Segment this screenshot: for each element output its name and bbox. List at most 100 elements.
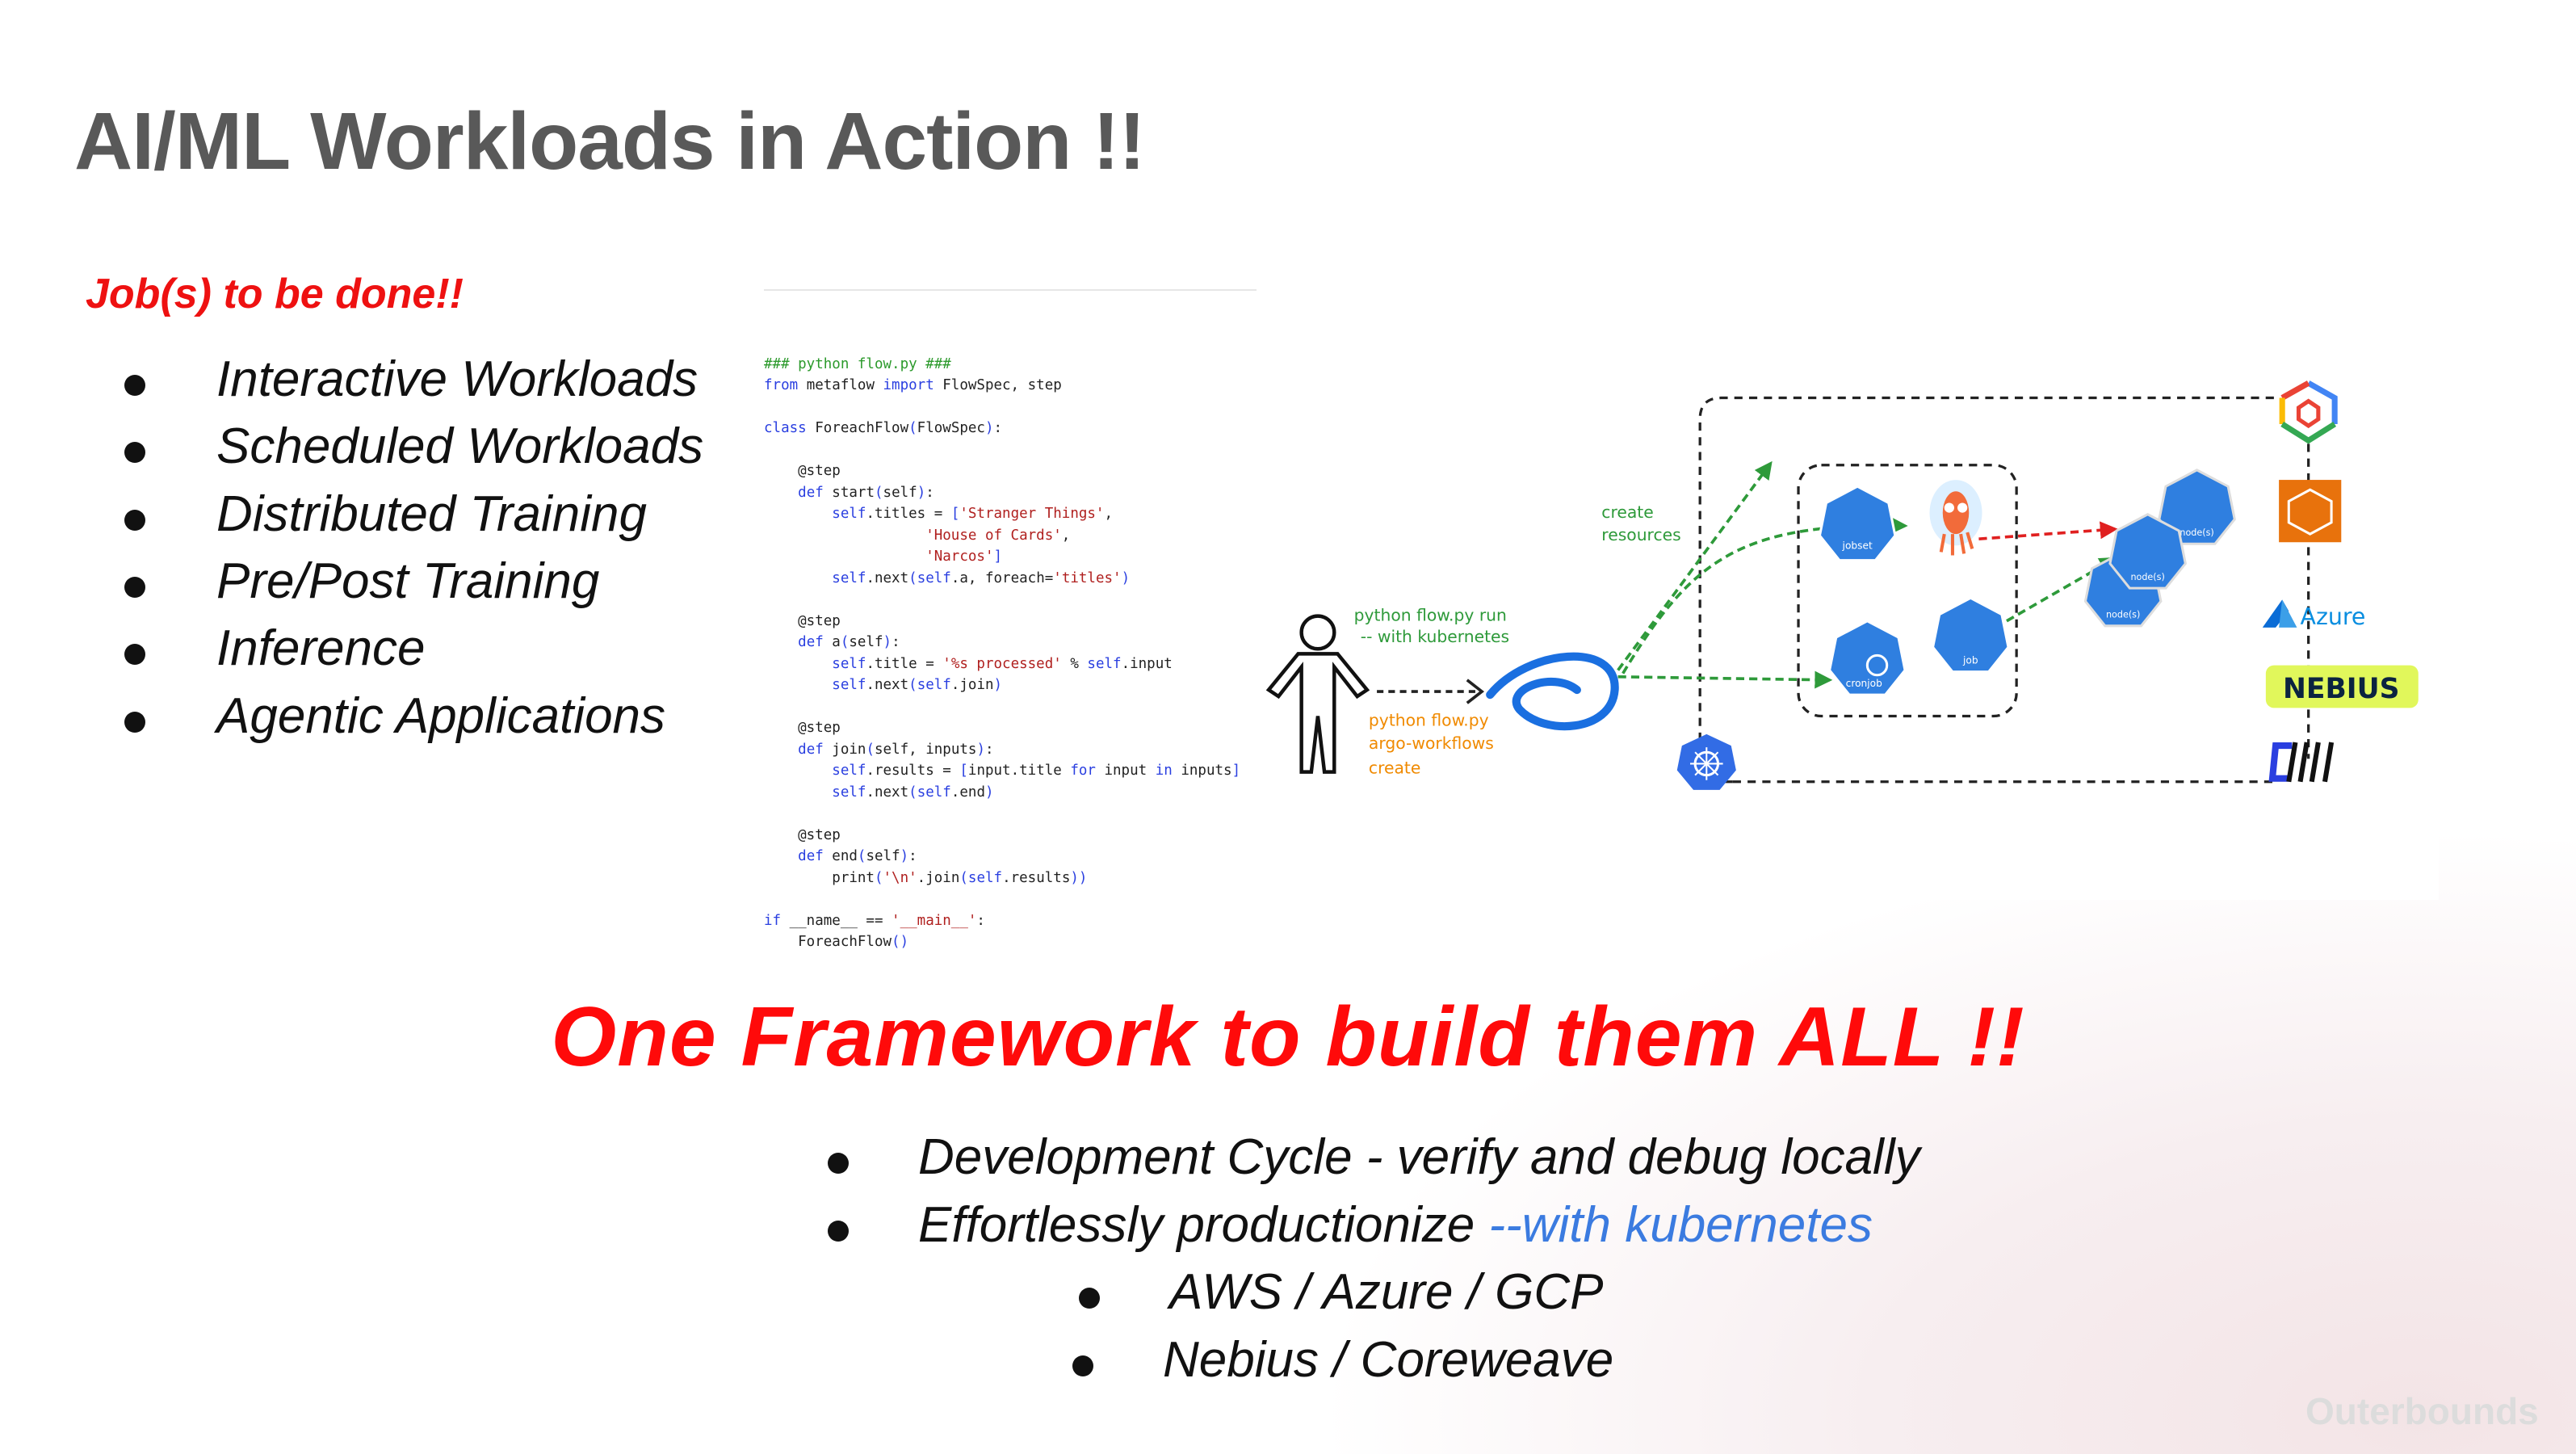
code-token xyxy=(764,784,832,801)
code-token: ) xyxy=(1121,569,1131,586)
code-token: self xyxy=(917,677,951,693)
code-token: ( xyxy=(874,484,883,501)
code-token xyxy=(764,506,832,522)
code-token: ( xyxy=(908,784,917,801)
code-token: ( xyxy=(908,677,917,693)
code-token: : xyxy=(892,634,900,650)
code-line xyxy=(764,589,1257,611)
code-token: 'Stranger Things' xyxy=(959,506,1105,522)
code-token: @step xyxy=(764,720,841,736)
bullet xyxy=(124,442,145,463)
list-item: Inference xyxy=(124,620,426,677)
code-token: self xyxy=(917,569,951,586)
code-token: ) xyxy=(917,484,926,501)
code-token: .a, foreach= xyxy=(950,569,1054,586)
code-token: .next xyxy=(866,784,909,801)
code-token: : xyxy=(976,912,985,929)
code-token: join xyxy=(823,741,866,758)
kubernetes-icon xyxy=(1676,733,1736,790)
code-token: @step xyxy=(764,463,841,479)
code-token xyxy=(764,485,798,501)
node-label: node(s) xyxy=(2106,610,2140,620)
outer-cluster-boundary xyxy=(1698,396,2310,784)
code-token: ) xyxy=(984,420,994,436)
code-token xyxy=(764,634,798,650)
argo-label-1: python flow.py xyxy=(1369,711,1489,730)
code-line: @step xyxy=(764,611,1257,632)
code-token xyxy=(764,848,798,864)
code-line: def end(self): xyxy=(764,846,1257,868)
code-token: self xyxy=(832,677,866,693)
code-line: self.next(self.end) xyxy=(764,782,1257,804)
code-line: self.next(self.join) xyxy=(764,674,1257,696)
jobset-icon: jobset xyxy=(1818,485,1897,562)
job-label: Scheduled Workloads xyxy=(216,418,704,474)
code-token: 'Narcos' xyxy=(925,548,994,565)
code-line: def a(self): xyxy=(764,632,1257,653)
code-token: ( xyxy=(874,869,883,886)
argo-icon xyxy=(1929,480,1982,556)
code-line: self.titles = ['Stranger Things', xyxy=(764,503,1257,525)
code-token xyxy=(764,527,925,544)
code-token: .join xyxy=(950,677,994,693)
code-token: ) xyxy=(976,741,985,758)
bullet xyxy=(828,1221,849,1242)
bullet xyxy=(124,712,145,733)
code-token: @step xyxy=(764,612,841,629)
code-token: ( xyxy=(866,741,875,758)
code-token: : xyxy=(993,420,1003,436)
bullet xyxy=(124,577,145,598)
code-token: .input xyxy=(1121,655,1173,672)
code-token: % xyxy=(1061,655,1088,672)
list-item: Development Cycle - verify and debug loc… xyxy=(828,1128,1920,1186)
bullet xyxy=(124,510,145,531)
nebius-logo: NEBIUS xyxy=(2265,665,2419,708)
list-item: Scheduled Workloads xyxy=(124,418,704,475)
code-token: , xyxy=(1061,527,1071,544)
argo-label-3: create xyxy=(1369,759,1420,778)
code-token: metaflow xyxy=(798,377,883,393)
nodes-icons: node(s) node(s) node(s) xyxy=(2083,469,2236,628)
code-token: if xyxy=(764,912,782,929)
code-token xyxy=(764,656,832,672)
code-line: ### python flow.py ### xyxy=(764,354,1257,376)
cloud-text: AWS / Azure / GCP xyxy=(1169,1264,1604,1320)
code-token: ### python flow.py ### xyxy=(764,355,951,372)
code-token: start xyxy=(823,484,875,501)
code-token: ( xyxy=(908,420,917,436)
code-token: ) xyxy=(985,784,994,801)
code-token: .results xyxy=(1002,869,1071,886)
code-token: from xyxy=(764,377,799,393)
code-token: .end xyxy=(950,784,985,801)
code-line: def start(self): xyxy=(764,482,1257,504)
code-line xyxy=(764,889,1257,910)
cronjob-icon: cronjob xyxy=(1827,620,1907,696)
benefit-text: Effortlessly productionize xyxy=(918,1197,1489,1253)
run-label-2: -- with kubernetes xyxy=(1361,627,1509,646)
code-token: def xyxy=(798,634,824,650)
list-item: Nebius / Coreweave xyxy=(1072,1331,1613,1389)
code-token: self xyxy=(1087,655,1122,672)
code-token: .join xyxy=(917,869,960,886)
code-line: @step xyxy=(764,460,1257,482)
outerbounds-watermark: Outerbounds xyxy=(2305,1390,2539,1432)
cronjob-label: cronjob xyxy=(1846,678,1882,689)
code-token: '\n' xyxy=(883,869,917,886)
list-item: Effortlessly productionize --with kubern… xyxy=(828,1196,1873,1254)
list-item: AWS / Azure / GCP xyxy=(1079,1263,1604,1321)
code-line: self.title = '%s processed' % self.input xyxy=(764,653,1257,675)
node-label: node(s) xyxy=(2130,572,2164,582)
code-token: def xyxy=(798,484,824,501)
code-token: self xyxy=(832,784,866,801)
code-token: self xyxy=(832,506,866,522)
with-kubernetes-accent: --with kubernetes xyxy=(1488,1197,1873,1253)
code-token: [ xyxy=(959,763,968,779)
code-token: () xyxy=(892,934,909,950)
code-token: .next xyxy=(866,677,909,693)
code-token: 'titles' xyxy=(1053,569,1122,586)
code-token xyxy=(764,570,832,586)
architecture-diagram: python flow.py run -- with kubernetes py… xyxy=(1260,370,2439,900)
code-token: @step xyxy=(764,826,841,843)
code-token: self xyxy=(866,848,900,864)
code-token xyxy=(764,763,832,779)
